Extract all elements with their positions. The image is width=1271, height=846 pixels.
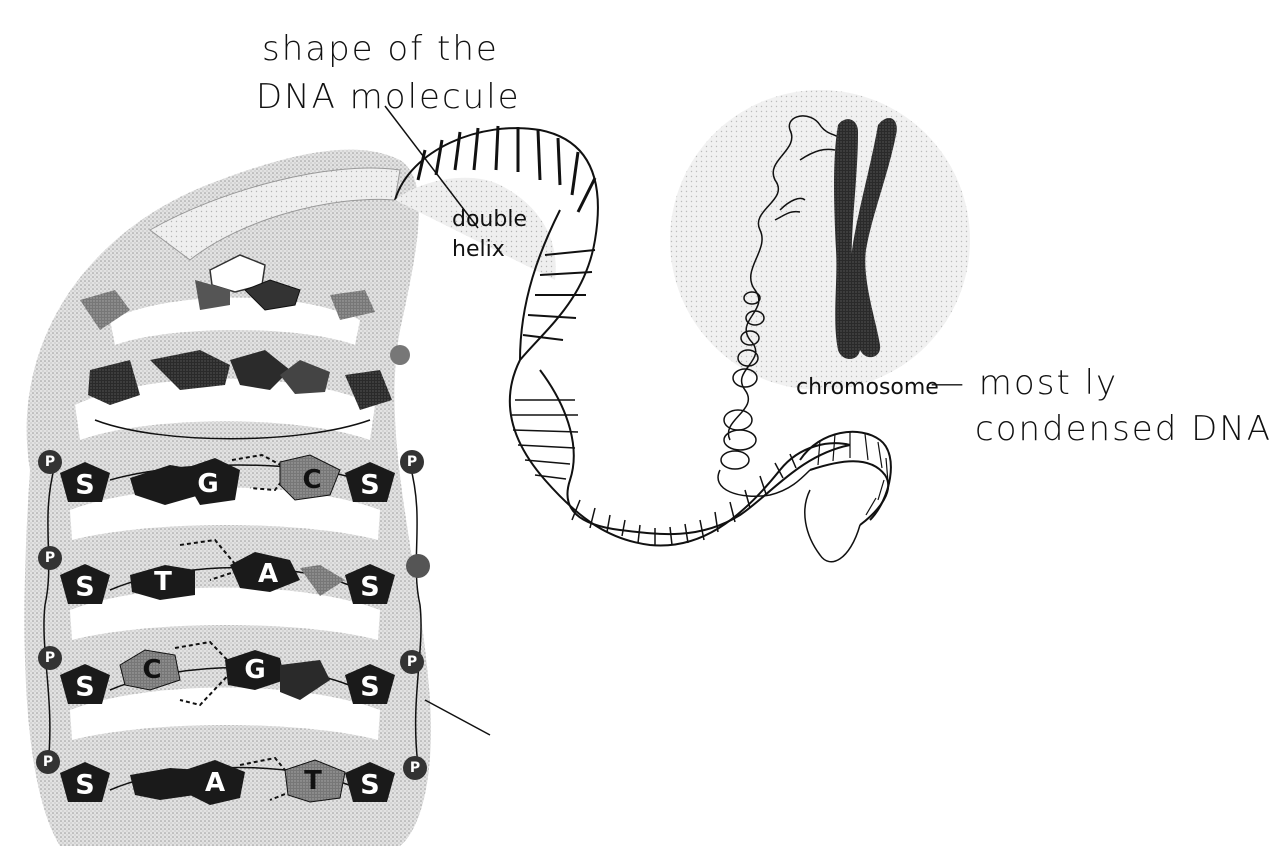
chromosome-label: chromosome [796, 375, 939, 400]
phosphate-3: P [45, 650, 55, 666]
double-helix-label-line2: helix [452, 237, 505, 262]
sugar-right-2: S [360, 572, 379, 603]
phosphate-7: P [410, 760, 420, 776]
handwritten-title-line1: shape of the [262, 29, 499, 69]
handwritten-chromosome-note-line2: condensed DNA [975, 409, 1271, 449]
phosphate-5: P [407, 454, 417, 470]
base-left-4: A [205, 768, 225, 798]
base-right-2: A [258, 559, 278, 589]
base-left-2: T [154, 567, 172, 597]
sugar-left-2: S [75, 572, 94, 603]
phosphate-4: P [43, 754, 53, 770]
base-left-3: C [142, 655, 161, 685]
base-left-1: G [197, 469, 218, 499]
base-right-1: C [302, 465, 321, 495]
phosphate-6: P [407, 654, 417, 670]
base-right-3: G [244, 655, 265, 685]
sugar-left-1: S [75, 470, 94, 501]
sugar-right-1: S [360, 470, 379, 501]
handwritten-chromosome-note-line1: — most ly [930, 363, 1118, 403]
sugar-left-4: S [75, 770, 94, 801]
base-right-4: T [304, 766, 322, 796]
phosphate-2: P [45, 550, 55, 566]
phosphate-1: P [45, 454, 55, 470]
chromosome-halo [670, 90, 970, 390]
sugar-right-3: S [360, 672, 379, 703]
sugar-left-3: S [75, 672, 94, 703]
double-helix-label-line1: double [452, 207, 527, 232]
sugar-right-4: S [360, 770, 379, 801]
